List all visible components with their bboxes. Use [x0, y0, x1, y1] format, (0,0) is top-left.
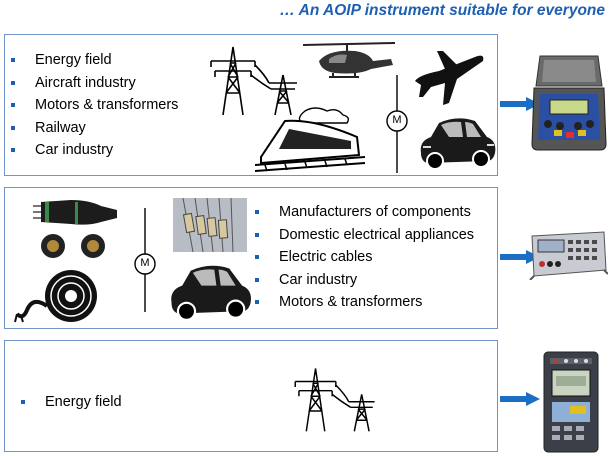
panel-components: M Manufacturers of components Domestic e… — [4, 187, 498, 329]
motor-symbol-icon — [134, 208, 156, 312]
bench-meter-device — [529, 231, 608, 280]
car-icon — [420, 118, 496, 170]
list-item: Motors & transformers — [11, 94, 178, 117]
list-item: Domestic electrical appliances — [255, 224, 474, 247]
airplane-icon — [415, 51, 484, 105]
helicopter-icon — [302, 42, 396, 78]
power-pylon-icon — [210, 46, 297, 116]
connector-icon — [33, 200, 117, 258]
list-item: Motors & transformers — [255, 291, 474, 314]
panel-energy: Energy field — [4, 340, 498, 452]
power-pylon-icon — [294, 368, 375, 432]
resistors-icon — [173, 198, 247, 252]
list-item: Aircraft industry — [11, 72, 178, 95]
list-item: Electric cables — [255, 246, 474, 269]
page-title: … An AOIP instrument suitable for everyo… — [279, 2, 605, 19]
motor-symbol-icon — [386, 75, 408, 173]
list-item: Car industry — [255, 269, 474, 292]
train-icon — [255, 107, 366, 172]
motor-label: M — [140, 257, 150, 269]
industry-list-2: Manufacturers of components Domestic ele… — [255, 201, 474, 314]
list-item: Energy field — [11, 49, 178, 72]
car-icon — [171, 265, 251, 321]
cable-coil-icon — [14, 270, 97, 323]
list-item: Manufacturers of components — [255, 201, 474, 224]
arrow-right-icon — [500, 97, 540, 111]
arrow-right-icon — [500, 392, 540, 406]
motor-label: M — [392, 114, 402, 126]
handheld-meter-device — [543, 351, 599, 453]
list-item: Car industry — [11, 139, 178, 162]
list-item: Railway — [11, 117, 178, 140]
industry-list-1: Energy field Aircraft industry Motors & … — [11, 49, 178, 162]
portable-tester-device — [531, 55, 607, 151]
list-item: Energy field — [21, 391, 122, 414]
panel-transport-energy: Energy field Aircraft industry Motors & … — [4, 34, 498, 176]
arrow-right-icon — [500, 250, 540, 264]
industry-list-3: Energy field — [21, 391, 122, 414]
